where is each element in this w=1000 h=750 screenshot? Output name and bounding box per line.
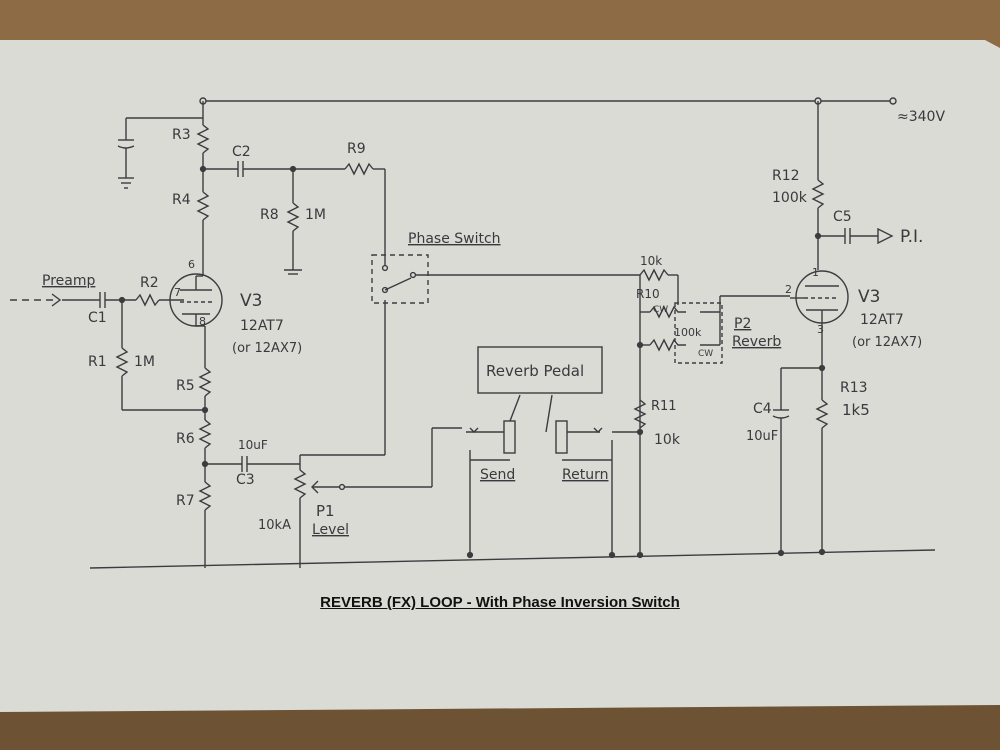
p1-name: Level: [312, 522, 349, 538]
r3-label: R3: [172, 127, 191, 143]
c4-value: 10uF: [746, 429, 778, 444]
phase-switch-label: Phase Switch: [408, 231, 501, 247]
p2-name: Reverb: [732, 334, 781, 350]
r11-value: 10k: [654, 432, 681, 448]
cw1-label: CW: [653, 305, 668, 315]
r6-label: R6: [176, 431, 195, 447]
reverb-pedal-label: Reverb Pedal: [486, 362, 584, 380]
v3-right-name: V3: [858, 287, 880, 307]
circuit-wires: [10, 97, 936, 569]
v3-right-type: 12AT7: [860, 312, 904, 328]
r9-label: R9: [347, 141, 366, 157]
pin6-label: 6: [188, 258, 195, 271]
r8-label: R8: [260, 207, 279, 223]
r10-value: 10k: [640, 254, 662, 268]
caption-text: REVERB (FX) LOOP - With Phase Inversion …: [320, 594, 680, 611]
c2-label: C2: [232, 144, 251, 160]
supply-voltage-label: ≈340V: [897, 109, 945, 125]
v3-left-type: 12AT7: [240, 318, 284, 334]
r12-value: 100k: [772, 190, 808, 206]
pin1-label: 1: [812, 266, 819, 279]
r7-label: R7: [176, 493, 195, 509]
r11-label: R11: [651, 399, 677, 414]
return-label: Return: [562, 467, 608, 483]
v3-right-alt: (or 12AX7): [852, 335, 922, 350]
paper-sheet: [0, 40, 1000, 712]
r1-label: R1: [88, 354, 107, 370]
r1-value: 1M: [134, 354, 155, 370]
pi-label: P.I.: [900, 227, 923, 247]
c3-value: 10uF: [238, 438, 268, 452]
r10-label: R10: [636, 287, 660, 301]
c5-label: C5: [833, 209, 852, 225]
pin2-label: 2: [785, 283, 792, 296]
component-labels: ≈340V Preamp C1 R2 R1 1M R3 R4 C2 R9 R8 …: [42, 109, 945, 538]
v3-left-name: V3: [240, 291, 262, 311]
r5-label: R5: [176, 378, 195, 394]
pin8-label: 8: [199, 315, 206, 328]
r4-label: R4: [172, 192, 191, 208]
pin3-label: 3: [817, 323, 824, 336]
cw2-label: CW: [698, 349, 713, 359]
v3-left-alt: (or 12AX7): [232, 341, 302, 356]
diagram-caption: REVERB (FX) LOOP - With Phase Inversion …: [0, 592, 1000, 611]
p1-value: 10kA: [258, 518, 291, 533]
c4-label: C4: [753, 401, 772, 417]
c1-label: C1: [88, 310, 107, 326]
send-label: Send: [480, 467, 515, 483]
pin7-label: 7: [174, 286, 181, 299]
r12-label: R12: [772, 168, 800, 184]
r2-label: R2: [140, 275, 159, 291]
c3-label: C3: [236, 472, 255, 488]
r8-value: 1M: [305, 207, 326, 223]
r13-label: R13: [840, 380, 868, 396]
r13-value: 1k5: [842, 401, 870, 419]
preamp-label: Preamp: [42, 273, 95, 289]
p1-label: P1: [316, 502, 335, 520]
p2-value: 100k: [674, 326, 702, 339]
p2-label: P2: [734, 316, 751, 332]
